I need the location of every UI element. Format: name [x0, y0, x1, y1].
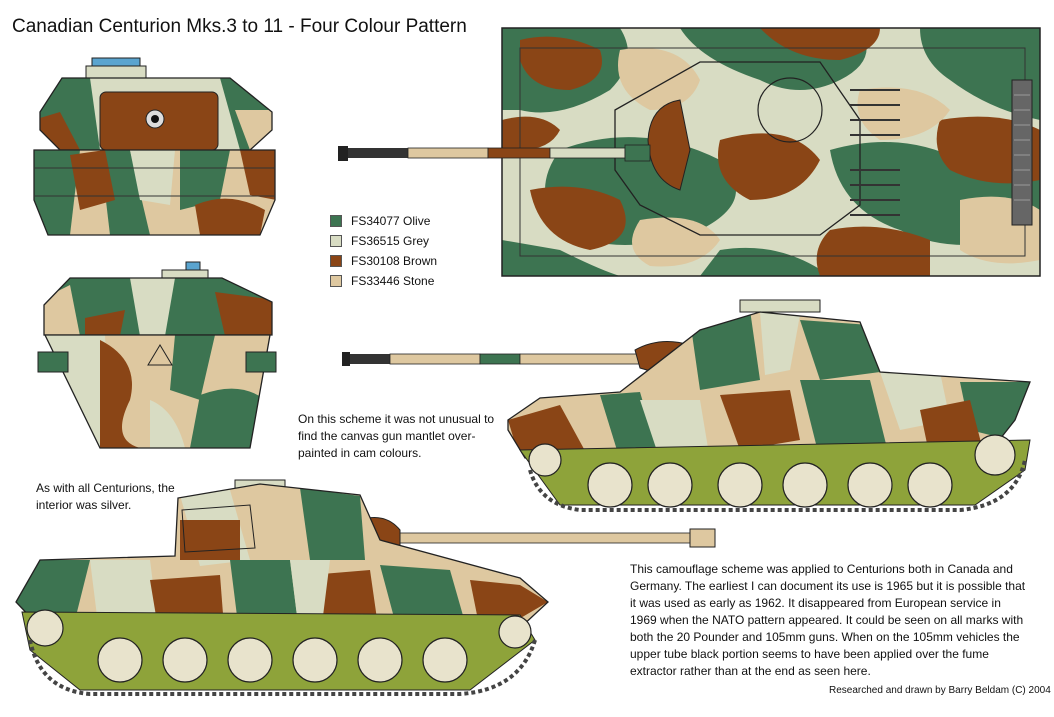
legend-label: FS30108 Brown: [351, 254, 438, 268]
history-note: This camouflage scheme was applied to Ce…: [630, 562, 1026, 678]
mantlet-note: On this scheme it was not unusual to fin…: [298, 412, 495, 460]
right-side-view: [342, 299, 1031, 512]
olive-swatch: [330, 215, 342, 227]
top-view: [338, 27, 1041, 277]
front-view: [33, 57, 276, 236]
colour-legend: FS34077 Olive FS36515 Grey FS30108 Brown…: [330, 211, 437, 291]
legend-item-stone: FS33446 Stone: [330, 271, 437, 291]
legend-item-grey: FS36515 Grey: [330, 231, 437, 251]
legend-item-brown: FS30108 Brown: [330, 251, 437, 271]
legend-label: FS33446 Stone: [351, 274, 435, 288]
grey-swatch: [330, 235, 342, 247]
page-title: Canadian Centurion Mks.3 to 11 - Four Co…: [12, 16, 467, 37]
legend-item-olive: FS34077 Olive: [330, 211, 437, 231]
legend-label: FS36515 Grey: [351, 234, 430, 248]
interior-note: As with all Centurions, the interior was…: [36, 481, 175, 512]
stone-swatch: [330, 275, 342, 287]
legend-label: FS34077 Olive: [351, 214, 431, 228]
left-side-view: [15, 479, 716, 696]
credit-line: Researched and drawn by Barry Beldam (C)…: [829, 685, 1051, 696]
brown-swatch: [330, 255, 342, 267]
rear-view: [37, 261, 277, 449]
